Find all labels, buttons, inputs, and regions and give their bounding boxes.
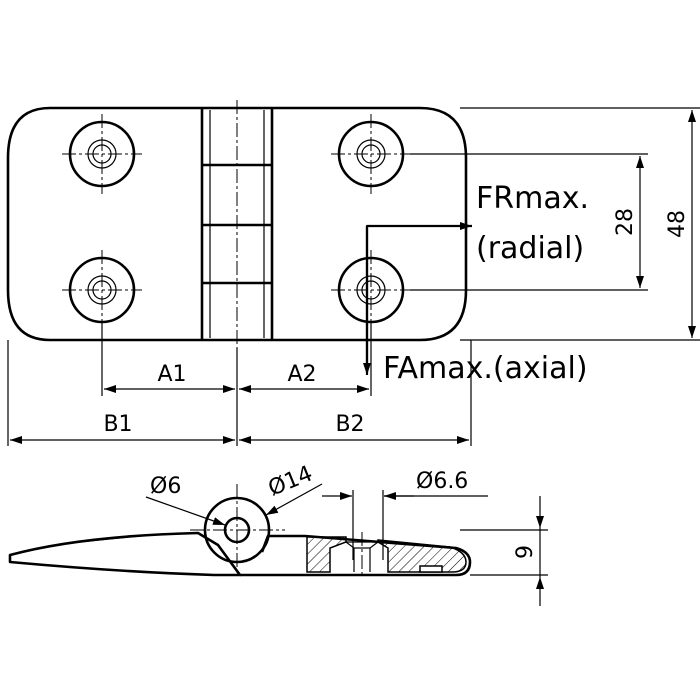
radial-force-label: FRmax. [476,181,589,216]
dim-label-b2: B2 [335,412,364,437]
right-leaf-profile [240,534,472,577]
leader-knuckle-dia [265,483,323,516]
mounting-hole-bottom-left [62,250,142,330]
hinge-plate-outline [6,106,468,342]
section-hatch-right [377,539,467,573]
radial-force-sublabel: (radial) [476,231,584,266]
radial-force-arrow [365,222,472,365]
mounting-hole-top-left [62,114,142,194]
dim-label-a2: A2 [287,362,316,387]
dim-label-width: 48 [665,210,690,238]
dim-label-hole-dia: Ø6.6 [416,469,468,494]
dim-label-a1: A1 [157,362,186,387]
leader-pin-dia [145,496,226,526]
dim-label-knuckle-dia: Ø14 [265,461,316,501]
top-view: A1 A2 B1 B2 28 48 FRmax. (radial) FAmax.… [6,100,700,446]
mounting-hole-top-right [331,114,411,194]
section-hatch-left [306,536,347,573]
mounting-hole-bottom-right [331,250,411,330]
dim-label-thickness: 9 [513,545,538,559]
side-view: Ø6.6 Ø6 Ø14 9 [8,461,548,606]
dim-label-pin-dia: Ø6 [150,474,181,499]
dim-label-b1: B1 [103,412,132,437]
axial-force-label: FAmax.(axial) [383,351,588,386]
section-slot [419,565,443,573]
dim-label-hole-pitch: 28 [613,208,638,236]
